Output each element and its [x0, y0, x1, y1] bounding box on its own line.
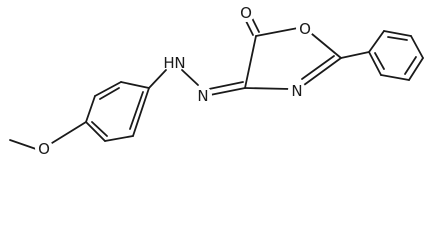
bond-ph-4	[408, 57, 424, 81]
carbonyl-oxygen-label: O	[240, 4, 252, 22]
bond-ar-6	[132, 87, 150, 137]
bond-ar-inner-2	[91, 121, 108, 137]
ring-nitrogen-label: N	[291, 82, 302, 100]
methoxy-oxygen-label: O	[38, 140, 50, 158]
bond-ar-inner-1	[99, 87, 120, 100]
ring-oxygen-label: O	[299, 20, 311, 38]
atom-labels: O O N N H N O	[35, 4, 314, 158]
bond-c4-n-double-b	[208, 81, 244, 90]
bond-ar-2	[94, 81, 122, 97]
bond-ph-3	[410, 35, 424, 59]
bond-c2-phenyl	[340, 51, 370, 59]
bond-nh-aryl	[148, 69, 167, 89]
bond-c2-n3-double	[301, 55, 335, 80]
structure-canvas: O O N N H N O	[9, 4, 424, 158]
bond-ar-3	[85, 95, 96, 123]
bond-ph-6	[368, 51, 382, 76]
bond-ar-inner-3	[129, 91, 144, 130]
bond-ar-5	[104, 135, 134, 142]
bond-ph-inner-2	[404, 56, 417, 75]
bond-ar-o	[51, 121, 87, 144]
bond-c4-n-double-a	[209, 87, 246, 96]
bond-ar-1	[120, 81, 150, 89]
bond-n3-c4	[244, 87, 291, 90]
hydrazone-nitrogen-label: N	[197, 87, 208, 105]
bond-ph-2	[383, 30, 412, 37]
bond-ph-5	[380, 74, 410, 81]
bond-ph-inner-3	[374, 52, 385, 70]
hydrazone-nh-nitrogen-label: N	[174, 54, 185, 72]
bond-ar-4	[85, 121, 106, 142]
bond-n-nh	[181, 69, 199, 86]
bond-ph-1	[368, 30, 385, 53]
hydrazone-hydrogen-label: H	[163, 54, 174, 72]
bond-c4-c5	[244, 35, 257, 89]
bond-o-ch3	[9, 139, 37, 150]
bond-o1-c2	[311, 33, 342, 59]
bond-c2-n3	[303, 57, 342, 86]
bond-ph-inner-1	[387, 36, 408, 41]
bonds	[9, 13, 424, 150]
bond-c5-o1	[255, 27, 299, 37]
molecule-drawing: O O N N H N O	[9, 4, 424, 158]
